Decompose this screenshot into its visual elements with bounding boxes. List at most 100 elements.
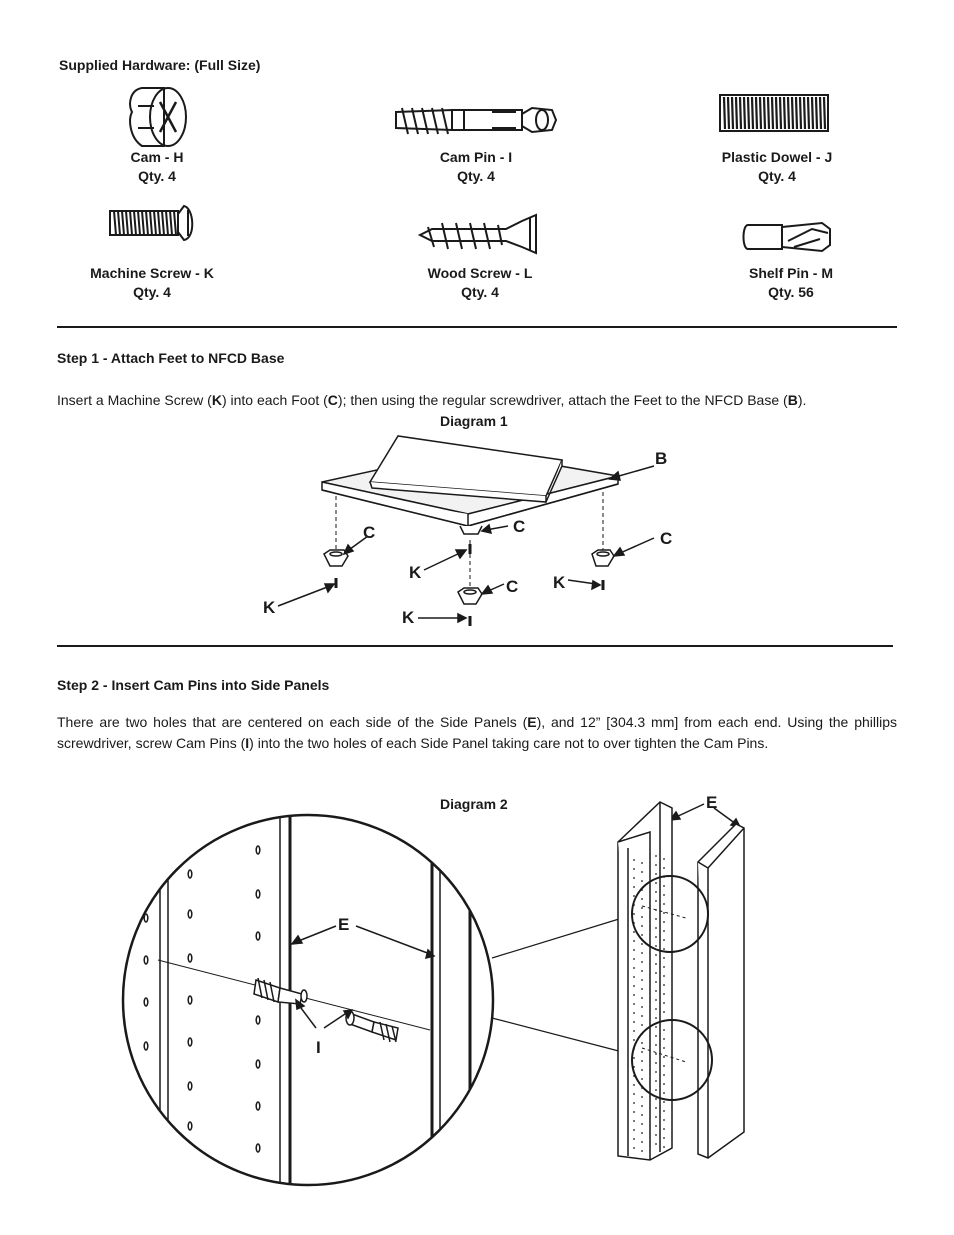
panel-hole [655,1080,657,1082]
plastic-dowel-j-illustration [719,94,829,132]
panel-hole [633,1129,635,1131]
panel-hole [655,918,657,920]
dowel-ridge [786,96,791,130]
panel-hole [633,1021,635,1023]
panel-hole [641,979,643,981]
panel-hole [641,1114,643,1116]
shelf-pin-m-name: Shelf Pin - M [749,265,833,281]
panel-hole [663,1110,665,1112]
dowel-ridge [806,96,811,130]
dowel-ridge [766,96,771,130]
panel-hole [655,855,657,857]
panel-hole [641,1105,643,1107]
screw-thread [121,210,125,236]
label-c: C [506,577,518,596]
dowel-ridge [822,96,827,130]
step1-text-part: ). [797,392,807,408]
panel-hole [641,1051,643,1053]
panel-hole [641,934,643,936]
panel-hole [255,1143,261,1153]
panel-hole [143,955,149,965]
label-e: E [706,793,717,812]
panel-hole [633,1084,635,1086]
panel-hole [633,940,635,942]
panel-hole [655,999,657,1001]
step2-heading: Step 2 - Insert Cam Pins into Side Panel… [57,677,330,693]
panel-hole [641,988,643,990]
dowel-ridge [798,96,803,130]
panel-hole [655,1017,657,1019]
label-c: C [513,517,525,536]
panel-hole [641,1024,643,1026]
panel-hole [641,1123,643,1125]
cam-pin-i-illustration [395,106,558,135]
panel-hole [641,1150,643,1152]
label-i: I [316,1038,321,1057]
panel-hole [655,1071,657,1073]
panel-hole [663,957,665,959]
plastic-dowel-j-qty: Qty. 4 [758,168,796,184]
panel-hole [187,909,193,919]
dowel-ridge [814,96,819,130]
label-e: E [338,915,349,934]
dowel-ridge [730,96,735,130]
panel-hole [655,1062,657,1064]
panel-hole [641,1015,643,1017]
panel-hole [641,1006,643,1008]
label-c: C [660,529,672,548]
panel-hole [655,1125,657,1127]
panel-hole [641,880,643,882]
panel-hole [641,943,643,945]
panel-hole [187,1121,193,1131]
panel-hole [655,873,657,875]
panel-hole [633,859,635,861]
panel-hole [633,868,635,870]
panel-hole [655,1107,657,1109]
dowel-ridge [802,96,807,130]
section-divider [57,326,897,328]
panel-hole [633,1093,635,1095]
screw-thread [141,210,145,236]
panel-hole [633,994,635,996]
screw-thread [133,210,137,236]
cam-pin-i-qty: Qty. 4 [457,168,495,184]
panel-hole [663,1065,665,1067]
step1-text-part: Insert a Machine Screw ( [57,392,212,408]
panel-hole [187,995,193,1005]
dowel-ridge [754,96,759,130]
panel-hole [633,1057,635,1059]
screw-thread [125,210,129,236]
panel-hole [655,1134,657,1136]
panel-hole [663,885,665,887]
panel-hole [187,953,193,963]
wood-screw-l-name: Wood Screw - L [427,265,533,281]
label-c: C [363,523,375,542]
panel-hole [633,886,635,888]
screw-thread [129,210,133,236]
panel-hole [633,1147,635,1149]
label-k: K [263,598,276,617]
panel-hole [641,1096,643,1098]
dowel-ridge [782,96,787,130]
panel-hole [663,1119,665,1121]
panel-hole [633,1030,635,1032]
diagram2-title: Diagram 2 [440,796,508,812]
dowel-ridge [722,96,727,130]
machine-screw-k-illustration [109,204,194,242]
step1-ref-c: C [327,392,338,408]
screw-thread [161,210,165,236]
step1-text-part: ) into each Foot ( [221,392,328,408]
panel-hole [255,931,261,941]
panel-hole [255,845,261,855]
panel-hole [187,1081,193,1091]
panel-hole [633,1138,635,1140]
step2-ref-e: E [527,714,537,730]
screw-thread [145,210,149,236]
panel-hole [633,895,635,897]
dowel-ridge [750,96,755,130]
panel-hole [663,993,665,995]
panel-hole [655,936,657,938]
step2-text-part: ) into the two holes of each Side Panel … [249,735,769,751]
panel-hole [655,1098,657,1100]
panel-hole [633,913,635,915]
